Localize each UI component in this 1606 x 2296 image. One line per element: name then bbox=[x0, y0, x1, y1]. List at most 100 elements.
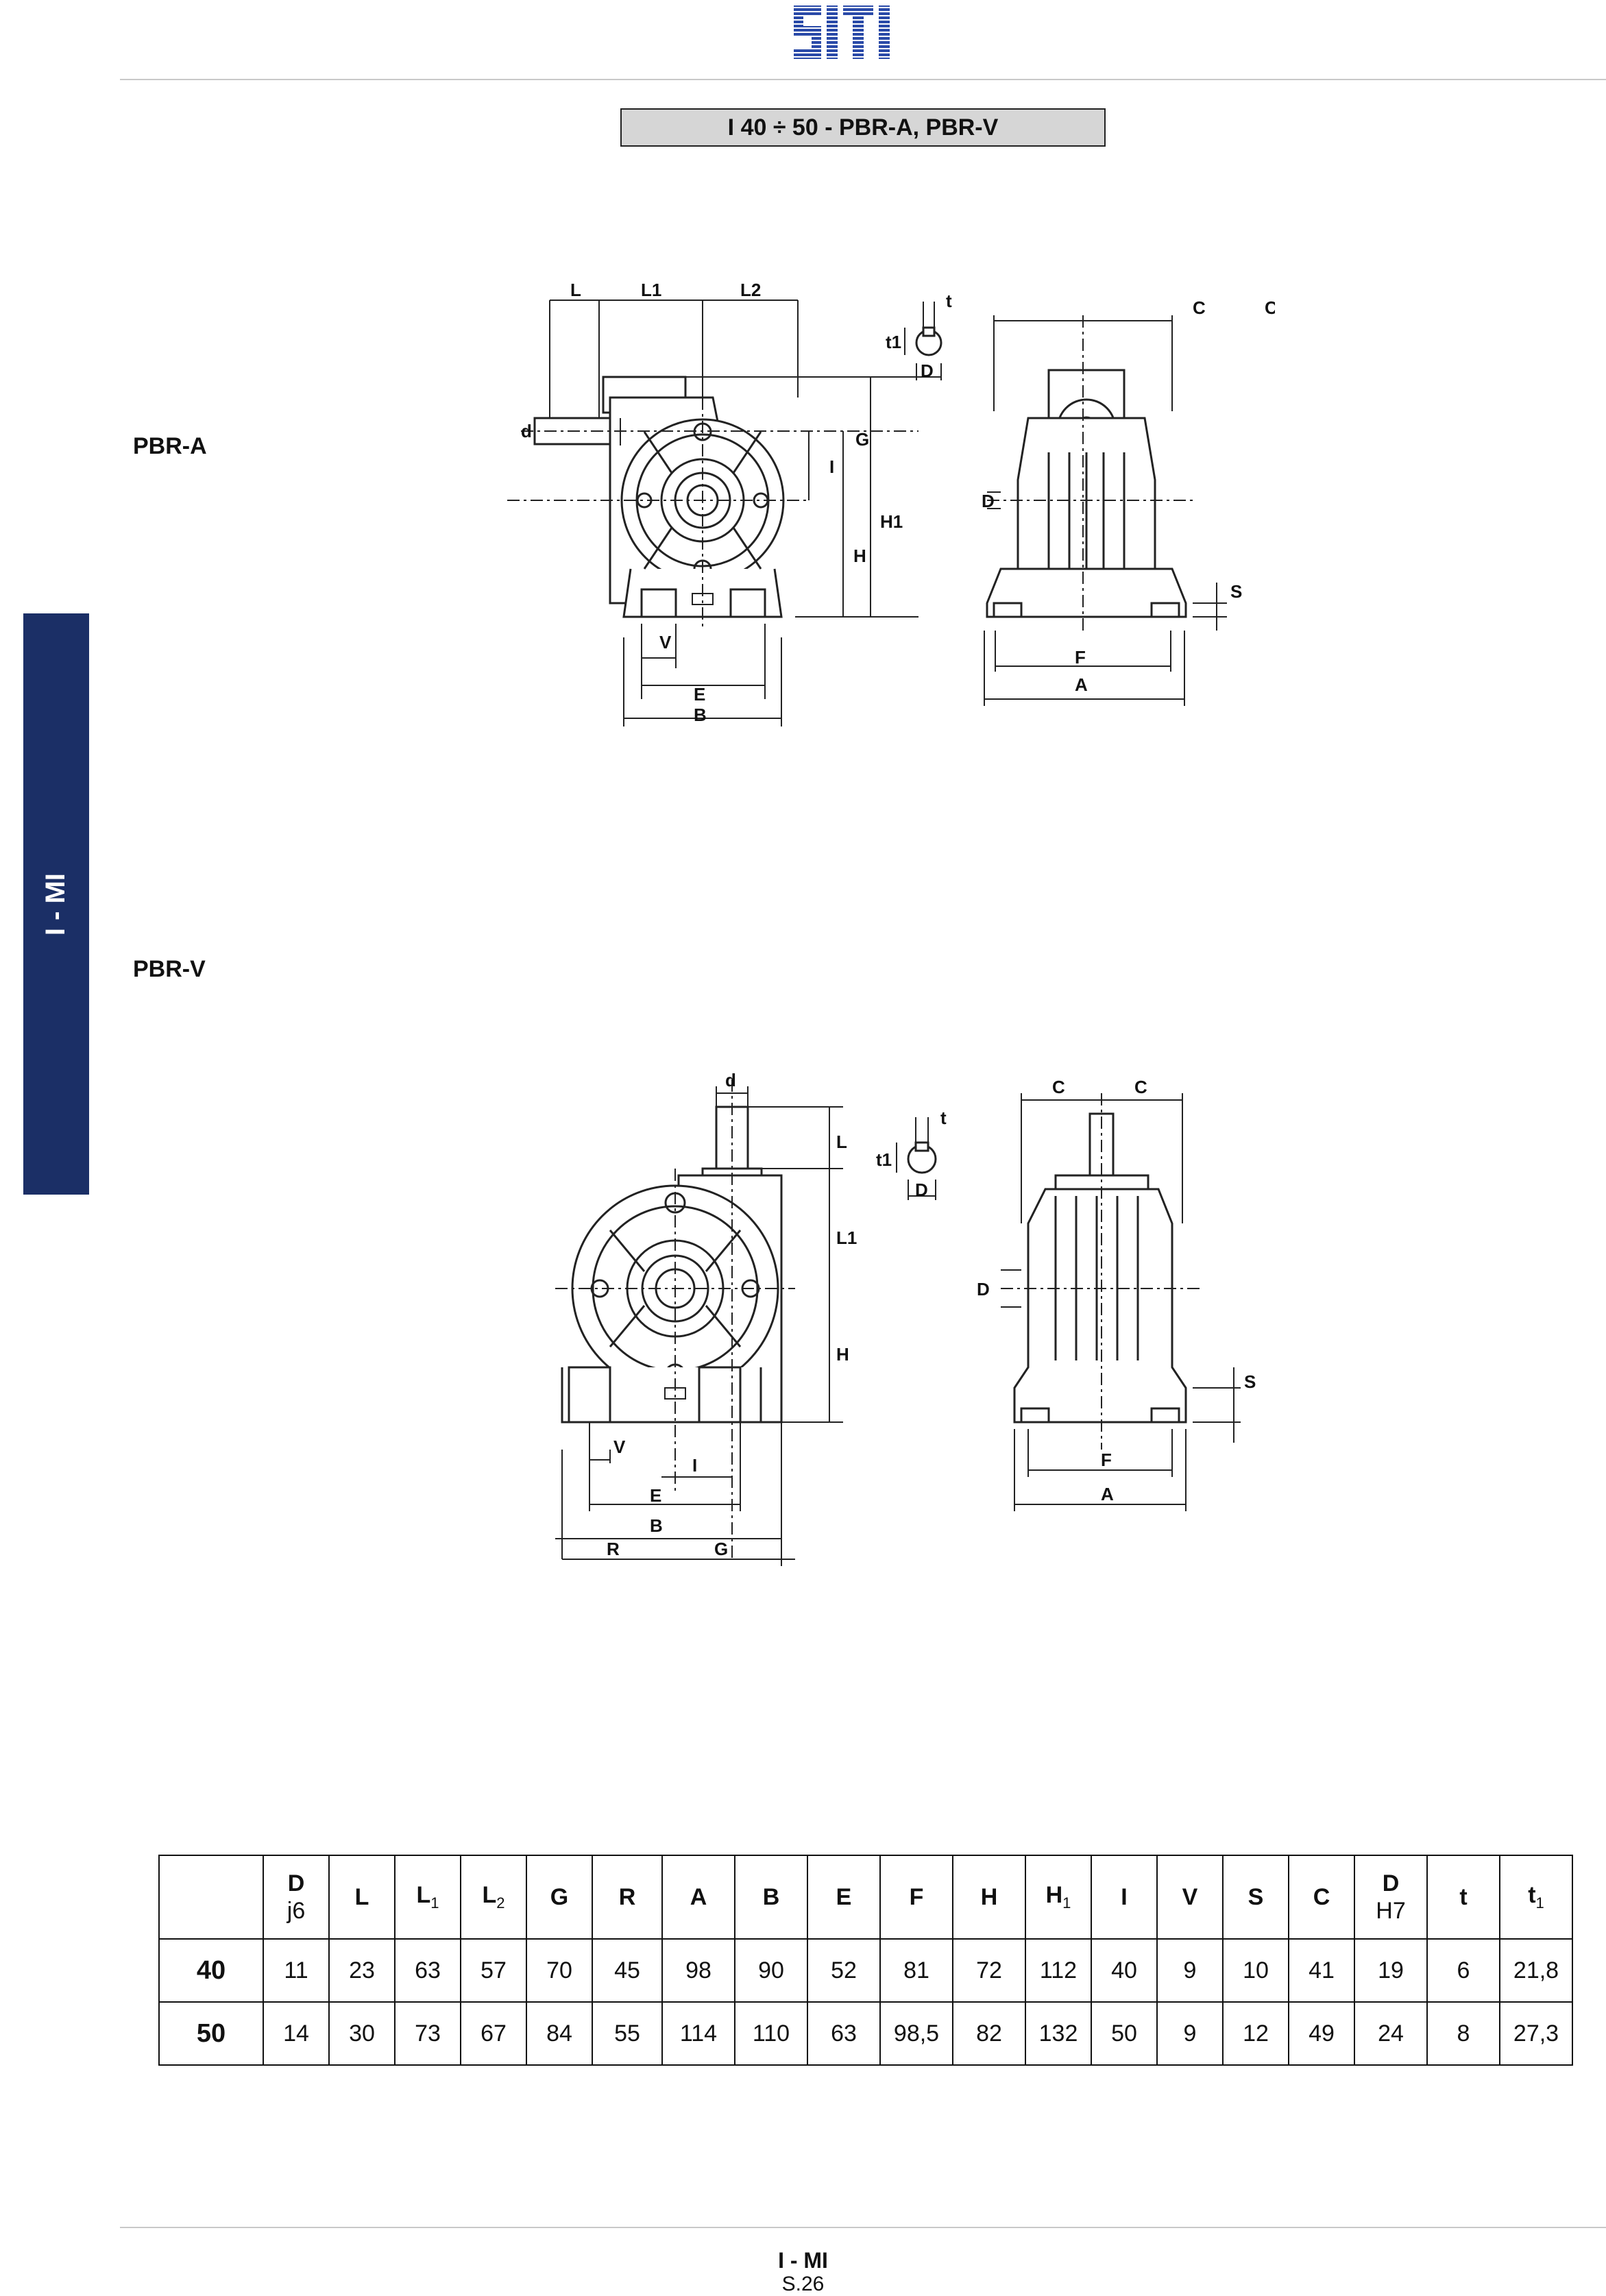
table-cell: 98 bbox=[661, 1938, 735, 2003]
siti-logo bbox=[794, 5, 890, 59]
dim-v-B: B bbox=[650, 1515, 663, 1536]
table-cell: 6 bbox=[1426, 1938, 1500, 2003]
footer-section-code: I - MI bbox=[778, 2248, 828, 2273]
pbr-v-side-view bbox=[1001, 1093, 1200, 1450]
header-symbol: L bbox=[416, 1882, 431, 1908]
page-title: I 40 ÷ 50 - PBR-A, PBR-V bbox=[620, 108, 1106, 147]
dim-v-key-D: D bbox=[915, 1180, 928, 1200]
header-symbol: R bbox=[618, 1883, 636, 1910]
table-cell: 30 bbox=[328, 2001, 396, 2066]
header-symbol: E bbox=[836, 1883, 852, 1910]
table-header-cell: I bbox=[1091, 1855, 1158, 1940]
side-section-tab[interactable]: I - MI bbox=[23, 613, 89, 1195]
footer-page-number: S.26 bbox=[781, 2273, 825, 2295]
table-corner-cell bbox=[158, 1855, 264, 1940]
dim-a-L1: L1 bbox=[641, 280, 661, 300]
table-cell: 21,8 bbox=[1499, 1938, 1573, 2003]
table-cell: 10 bbox=[1222, 1938, 1289, 2003]
dim-v-A: A bbox=[1101, 1484, 1114, 1504]
table-cell: 50 bbox=[1091, 2001, 1158, 2066]
header-symbol: D bbox=[1382, 1870, 1400, 1896]
pbr-v-key-detail bbox=[896, 1117, 937, 1200]
table-cell: 110 bbox=[734, 2001, 808, 2066]
table-header-cell: C bbox=[1288, 1855, 1355, 1940]
table-cell: 57 bbox=[460, 1938, 527, 2003]
header-symbol: H bbox=[980, 1883, 998, 1910]
dim-v-shaft-D: D bbox=[977, 1279, 990, 1299]
dim-v-F: F bbox=[1101, 1450, 1112, 1470]
pbr-a-key-detail bbox=[904, 302, 942, 380]
dim-v-C-left: C bbox=[1052, 1077, 1065, 1097]
pbr-a-side-view bbox=[986, 315, 1193, 631]
dim-a-L: L bbox=[570, 280, 581, 300]
table-cell: 9 bbox=[1156, 2001, 1224, 2066]
dim-a-H1: H1 bbox=[880, 511, 903, 532]
dim-v-E: E bbox=[650, 1485, 661, 1506]
dim-a-t1: t1 bbox=[886, 332, 901, 352]
table-header-cell: G bbox=[526, 1855, 593, 1940]
header-symbol: t bbox=[1528, 1882, 1536, 1908]
pbr-v-drawing: d L L1 H V I E B R G t t1 D bbox=[555, 1070, 1256, 1566]
pbr-a-drawing: L L1 L2 d I G H H1 V E B t t1 D bbox=[507, 280, 1275, 726]
header-symbol: L bbox=[354, 1883, 369, 1910]
table-header-cell: t1 bbox=[1499, 1855, 1573, 1940]
dim-a-shaft-D: D bbox=[982, 491, 995, 511]
table-header-cell: R bbox=[592, 1855, 663, 1940]
dim-v-t: t bbox=[940, 1108, 947, 1128]
table-cell: 49 bbox=[1288, 2001, 1355, 2066]
dim-a-S: S bbox=[1230, 581, 1242, 602]
header-subscript: 1 bbox=[1062, 1894, 1071, 1912]
table-header-cell: L2 bbox=[460, 1855, 527, 1940]
dim-a-A: A bbox=[1075, 674, 1088, 695]
table-cell: 12 bbox=[1222, 2001, 1289, 2066]
table-header-cell: t bbox=[1426, 1855, 1500, 1940]
dim-v-d: d bbox=[725, 1070, 736, 1090]
table-header-cell: V bbox=[1156, 1855, 1224, 1940]
table-cell: 45 bbox=[592, 1938, 663, 2003]
dim-v-t1: t1 bbox=[876, 1149, 892, 1170]
table-header-cell: S bbox=[1222, 1855, 1289, 1940]
header-symbol: A bbox=[690, 1883, 707, 1910]
header-symbol: D bbox=[287, 1870, 305, 1896]
table-cell: 72 bbox=[952, 1938, 1026, 2003]
header-tolerance: j6 bbox=[287, 1898, 306, 1924]
table-cell: 11 bbox=[263, 1938, 330, 2003]
header-tolerance: H7 bbox=[1376, 1898, 1406, 1924]
dim-a-key-D: D bbox=[921, 361, 934, 381]
table-header-cell: F bbox=[879, 1855, 953, 1940]
table-header-cell: L bbox=[328, 1855, 396, 1940]
dim-v-L1: L1 bbox=[836, 1228, 857, 1248]
pbr-a-front-view bbox=[507, 376, 918, 631]
dim-v-C-right: C bbox=[1134, 1077, 1147, 1097]
dim-v-R: R bbox=[607, 1539, 620, 1559]
dim-a-I: I bbox=[829, 456, 834, 477]
table-cell: 24 bbox=[1354, 2001, 1428, 2066]
table-header-cell: E bbox=[807, 1855, 881, 1940]
dim-a-d: d bbox=[521, 421, 532, 441]
dim-a-E: E bbox=[694, 684, 705, 705]
table-cell: 112 bbox=[1025, 1938, 1092, 2003]
header-symbol: F bbox=[909, 1883, 924, 1910]
header-symbol: I bbox=[1121, 1883, 1128, 1910]
header-subscript: 1 bbox=[1535, 1894, 1544, 1912]
table-cell: 41 bbox=[1288, 1938, 1355, 2003]
header-symbol: t bbox=[1459, 1883, 1468, 1910]
table-cell: 114 bbox=[661, 2001, 735, 2066]
dim-v-L: L bbox=[836, 1132, 847, 1152]
header-divider bbox=[120, 79, 1606, 80]
table-cell: 14 bbox=[263, 2001, 330, 2066]
dim-a-t: t bbox=[946, 291, 952, 311]
table-cell: 84 bbox=[526, 2001, 593, 2066]
header-symbol: S bbox=[1248, 1883, 1264, 1910]
dim-a-F: F bbox=[1075, 647, 1086, 668]
table-header-cell: L1 bbox=[394, 1855, 461, 1940]
dim-v-G: G bbox=[714, 1539, 728, 1559]
section-label-pbr-v: PBR-V bbox=[133, 956, 206, 982]
dim-a-L2: L2 bbox=[740, 280, 761, 300]
table-cell: 23 bbox=[328, 1938, 396, 2003]
